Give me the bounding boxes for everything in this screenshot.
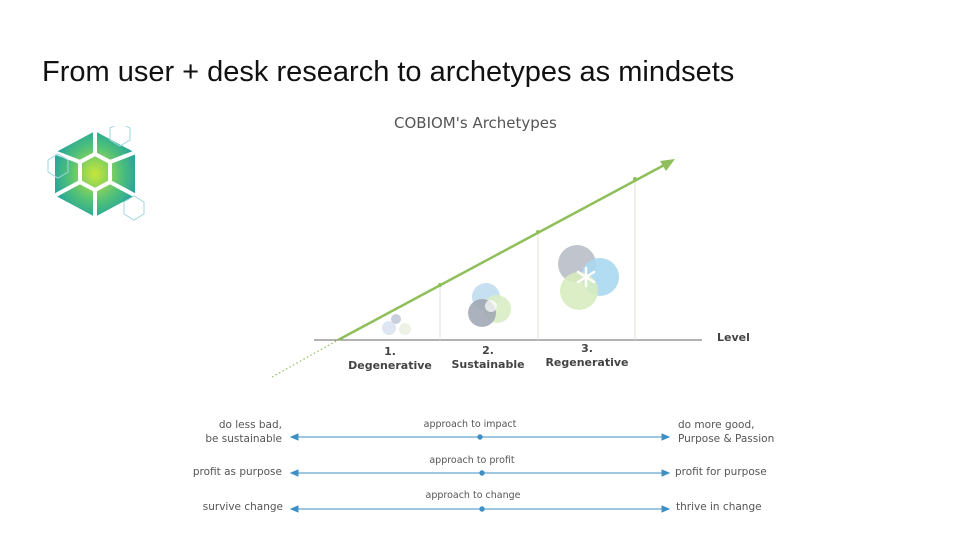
profit-center-label: approach to profit <box>429 455 515 466</box>
level-1-number: 1. <box>384 345 396 358</box>
regenerative-circles-icon <box>558 245 619 310</box>
trend-arrowhead-icon <box>660 159 675 171</box>
level-1-name: Degenerative <box>348 359 432 372</box>
trend-line <box>337 161 669 342</box>
hexagon-cluster-logo-icon <box>47 126 145 221</box>
sustainable-circles-icon <box>468 283 511 327</box>
trend-point <box>633 177 637 181</box>
trend-line-dotted <box>271 339 339 378</box>
level-2-name: Sustainable <box>451 358 525 371</box>
slide-title: From user + desk research to archetypes … <box>42 56 735 88</box>
change-center-label: approach to change <box>425 490 521 501</box>
trend-point <box>438 283 442 287</box>
level-2-number: 2. <box>482 344 494 357</box>
trend-point <box>536 230 540 234</box>
impact-center-label: approach to impact <box>423 419 517 430</box>
profit-left-label: profit as purpose <box>192 466 282 478</box>
profit-right-label: profit for purpose <box>675 466 767 478</box>
change-left-label: survive change <box>202 501 283 513</box>
axis-label: Level <box>717 331 750 344</box>
change-right-label: thrive in change <box>676 501 762 513</box>
impact-right-label: do more good, Purpose & Passion <box>678 419 775 445</box>
level-3-name: Regenerative <box>545 356 629 369</box>
diagram-title: COBIOM's Archetypes <box>394 114 557 132</box>
impact-left-label: do less bad, be sustainable <box>205 419 282 445</box>
level-3-number: 3. <box>581 342 593 355</box>
degenerative-circles-icon <box>382 314 411 335</box>
